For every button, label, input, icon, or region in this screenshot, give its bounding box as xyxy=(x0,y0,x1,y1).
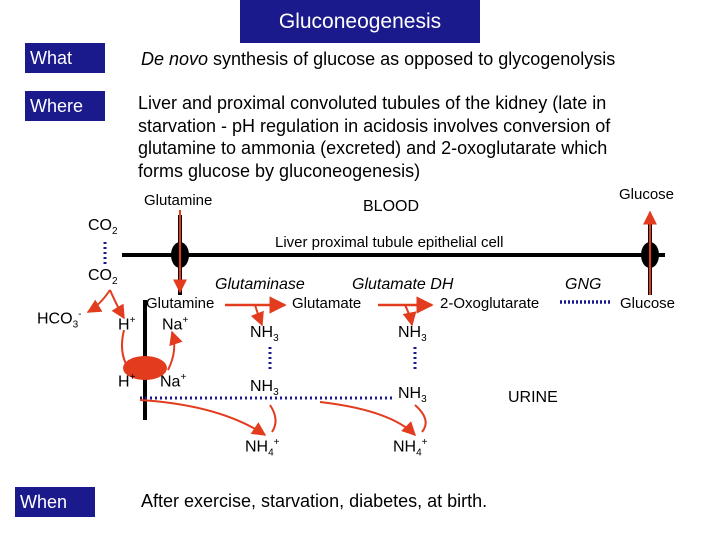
nh3-1: NH3 xyxy=(250,324,279,345)
exchanger-na-h xyxy=(123,356,167,380)
when-text: After exercise, starvation, diabetes, at… xyxy=(141,491,488,511)
arrow-nh4-2 xyxy=(319,401,416,436)
arrow-na-entry xyxy=(167,330,183,371)
glucose-cell-label: Glucose xyxy=(620,295,676,312)
what-text: De novo synthesis of glucose as opposed … xyxy=(141,48,615,70)
arrow-h-exchange xyxy=(121,329,131,371)
h-ion-bottom: H+ xyxy=(118,372,136,391)
arrow-nh4-1 xyxy=(139,399,267,436)
glucose-blood-label: Glucose xyxy=(619,186,675,203)
where-label: Where xyxy=(25,91,105,121)
cell-label: Liver proximal tubule epithelial cell xyxy=(275,234,504,251)
where-line: Liver and proximal convoluted tubules of… xyxy=(138,93,607,113)
urine-label: URINE xyxy=(508,389,558,406)
blood-label: BLOOD xyxy=(363,198,420,215)
glutamate-dh-label: Glutamate DH xyxy=(352,276,454,293)
arrow-co2-h xyxy=(109,289,125,320)
arrow-nh3-2 xyxy=(402,304,417,327)
where-line: starvation - pH regulation in acidosis i… xyxy=(138,115,611,136)
glutamine-blood-label: Glutamine xyxy=(144,192,213,209)
where-text: Liver and proximal convoluted tubules of… xyxy=(138,92,610,182)
nh3-4: NH3 xyxy=(398,385,427,406)
arrow-nh4-2b xyxy=(414,404,427,433)
gng-label: GNG xyxy=(565,276,602,293)
arrow-nh4-1b xyxy=(269,404,277,433)
co2-bottom: CO2 xyxy=(88,267,118,288)
glutamine-cell-label: Glutamine xyxy=(146,295,215,312)
co2-top: CO2 xyxy=(88,217,118,238)
hco3-label: HCO3- xyxy=(37,309,82,331)
what-text-italic: De novo xyxy=(141,49,209,69)
what-label: What xyxy=(25,43,105,73)
nh3-3: NH3 xyxy=(250,378,279,399)
h-ion-top: H+ xyxy=(118,315,136,334)
nh4-1: NH4+ xyxy=(245,437,280,459)
glutamate-label: Glutamate xyxy=(292,295,362,312)
nh4-2: NH4+ xyxy=(393,437,428,459)
when-label: When xyxy=(15,487,95,517)
what-text-rest: synthesis of glucose as opposed to glyco… xyxy=(208,49,616,69)
arrow-nh3-1 xyxy=(250,304,264,327)
na-ion-bottom: Na+ xyxy=(160,372,187,391)
glutaminase-label: Glutaminase xyxy=(215,276,305,293)
page-title: Gluconeogenesis xyxy=(240,0,480,43)
where-line: forms glucose by gluconeogenesis) xyxy=(138,160,421,181)
arrow-co2-hco3 xyxy=(86,289,111,313)
where-line: glutamine to ammonia (excreted) and 2-ox… xyxy=(138,138,608,158)
oxoglutarate-label: 2-Oxoglutarate xyxy=(440,295,540,312)
nh3-2: NH3 xyxy=(398,324,427,345)
na-ion-top: Na+ xyxy=(162,315,189,334)
